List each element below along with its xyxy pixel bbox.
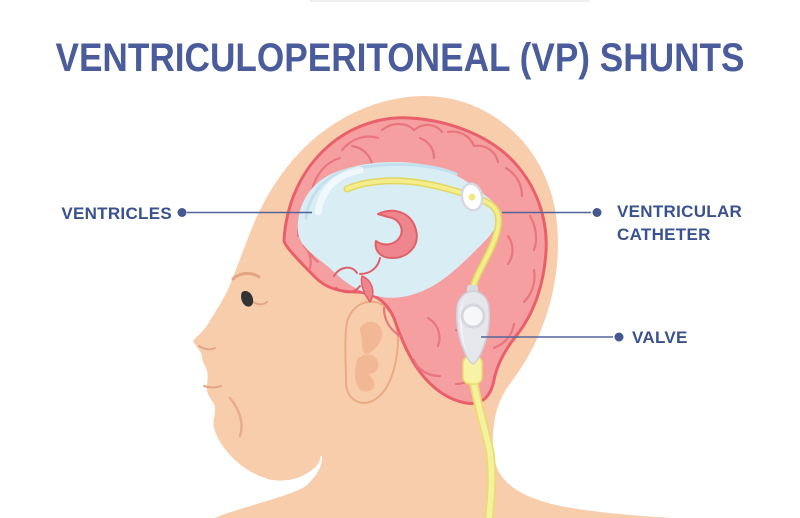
eye <box>241 290 254 307</box>
ventricle-fill <box>297 161 500 298</box>
nostril-line <box>198 345 216 351</box>
ventricles-leader-dot <box>177 208 187 217</box>
shunt-valve <box>456 285 490 365</box>
ventricular-catheter-label: VENTRICULAR CATHETER <box>617 202 743 244</box>
leader-dots <box>177 208 624 342</box>
swirl-flap <box>360 275 374 303</box>
leader-lines <box>187 211 613 338</box>
mouth-line <box>203 385 222 389</box>
ventricles-label: VENTRICLES <box>61 204 172 223</box>
cheek-crease <box>228 396 243 438</box>
face-creases <box>198 272 268 438</box>
valve-leader-dot <box>614 332 624 342</box>
top-border-line <box>310 0 590 2</box>
distal-catheter-tube <box>468 373 497 518</box>
eyebrow <box>231 272 261 281</box>
ear-inner-lobe <box>355 354 379 392</box>
ventricle-gloss <box>314 166 364 216</box>
burr-hole-reservoir <box>460 182 484 212</box>
valve-label: VALVE <box>632 328 688 347</box>
ventricles-shape <box>297 161 500 303</box>
ventricle-inner-structures <box>333 209 418 303</box>
ear-inner-ridge <box>360 321 383 355</box>
catheter-leader-dot <box>592 208 602 217</box>
ear <box>344 300 399 404</box>
thalamus-swirl <box>374 209 418 259</box>
valve-reservoir <box>460 303 486 329</box>
page-title: VENTRICULOPERITONEAL (VP) SHUNTS <box>55 36 745 80</box>
ventricular-catheter-tube <box>343 177 503 299</box>
eyelid-line <box>252 301 268 306</box>
